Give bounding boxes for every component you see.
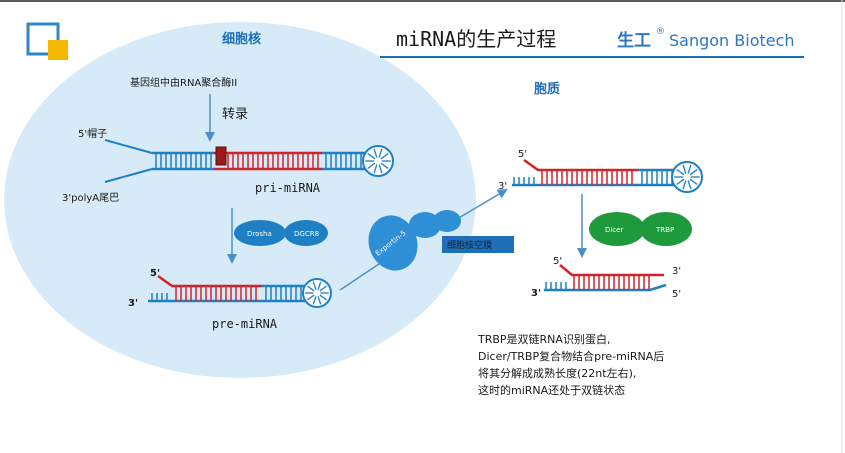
hairpin-loop-icon <box>302 278 332 308</box>
pre-mirna-molecule-cytoplasm <box>512 158 703 193</box>
brand-cn: 生工 <box>617 30 651 51</box>
corner-logo-icon <box>26 22 68 60</box>
exportin-5-complex: Exportin-5 <box>368 210 461 271</box>
cytoplasm-label: 胞质 <box>533 81 560 97</box>
nuclear-pore-label: 细胞核空膜 <box>447 239 492 251</box>
cap-label: 5'帽子 <box>78 127 107 140</box>
mature-mirna-duplex <box>544 264 667 292</box>
hairpin-loop-icon <box>362 145 394 177</box>
pre-mirna-label: pre-miRNA <box>212 317 278 331</box>
hairpin-loop-icon <box>671 161 703 193</box>
pre-3-end-label: 3' <box>128 298 138 309</box>
description-text: TRBP是双链RNA识别蛋白, Dicer/TRBP复合物结合pre-miRNA… <box>477 332 664 397</box>
dicer-label: Dicer <box>605 226 623 234</box>
duplex-3-left-label: 3' <box>531 288 541 299</box>
duplex-3-right-label: 3' <box>672 266 681 277</box>
description-line-4: 这时的miRNA还处于双链状态 <box>478 383 625 397</box>
pre-mirna-molecule-nucleus <box>148 274 332 308</box>
description-line-2: Dicer/TRBP复合物结合pre-miRNA后 <box>478 349 664 363</box>
nucleus-region <box>4 22 476 378</box>
export-path-lower <box>339 261 383 291</box>
description-line-3: 将其分解成成熟长度(22nt左右), <box>478 366 636 380</box>
polymerase-marker-icon <box>215 146 227 166</box>
cyto-5-end-label: 5' <box>518 149 527 160</box>
description-line-1: TRBP是双链RNA识别蛋白, <box>477 332 610 346</box>
polymerase-label: 基因组中由RNA聚合酶II <box>130 76 237 89</box>
brand-en: Sangon Biotech <box>669 31 795 50</box>
pri-mirna-label: pri-miRNA <box>255 181 321 195</box>
drosha-dgcr8-complex: Drosha DGCR8 <box>234 220 328 246</box>
pre-5-end-label: 5' <box>150 268 160 279</box>
dgcr8-label: DGCR8 <box>294 230 319 238</box>
dicer-trbp-complex: Dicer TRBP <box>589 212 692 246</box>
trbp-label: TRBP <box>655 226 674 234</box>
nucleus-label: 细胞核 <box>222 31 261 47</box>
duplex-5-left-label: 5' <box>553 256 562 267</box>
page-title: miRNA的生产过程 <box>396 27 556 51</box>
duplex-5-right-label: 5' <box>672 289 681 300</box>
drosha-label: Drosha <box>247 230 272 238</box>
transcription-label: 转录 <box>222 107 248 122</box>
polya-label: 3'polyA尾巴 <box>62 192 119 204</box>
brand-mark: ® <box>656 27 665 37</box>
nuclear-pore-badge <box>442 236 514 253</box>
export-path-upper <box>451 188 508 223</box>
pri-mirna-molecule <box>104 139 394 183</box>
cyto-3-end-label: 3' <box>498 181 507 192</box>
